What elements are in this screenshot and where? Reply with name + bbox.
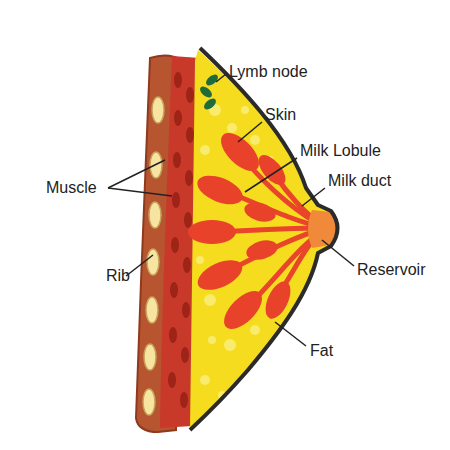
part-label: Fat (310, 342, 333, 359)
label-holder: Milk duct (328, 172, 391, 190)
label-holder: Muscle (46, 179, 97, 197)
label-holder: Rib (106, 267, 130, 285)
label-holder: Lymb node (229, 63, 308, 81)
label-holder: Skin (265, 106, 296, 124)
part-label: Lymb node (229, 63, 308, 80)
part-label: Rib (106, 267, 130, 284)
part-label: Milk duct (328, 172, 391, 189)
part-label: Muscle (46, 179, 97, 196)
part-label: Skin (265, 106, 296, 123)
label-holder: Milk Lobule (300, 142, 381, 160)
part-label: Milk Lobule (300, 142, 381, 159)
label-holder: Reservoir (357, 261, 425, 279)
part-label: Reservoir (357, 261, 425, 278)
label-holder: Fat (310, 342, 333, 360)
